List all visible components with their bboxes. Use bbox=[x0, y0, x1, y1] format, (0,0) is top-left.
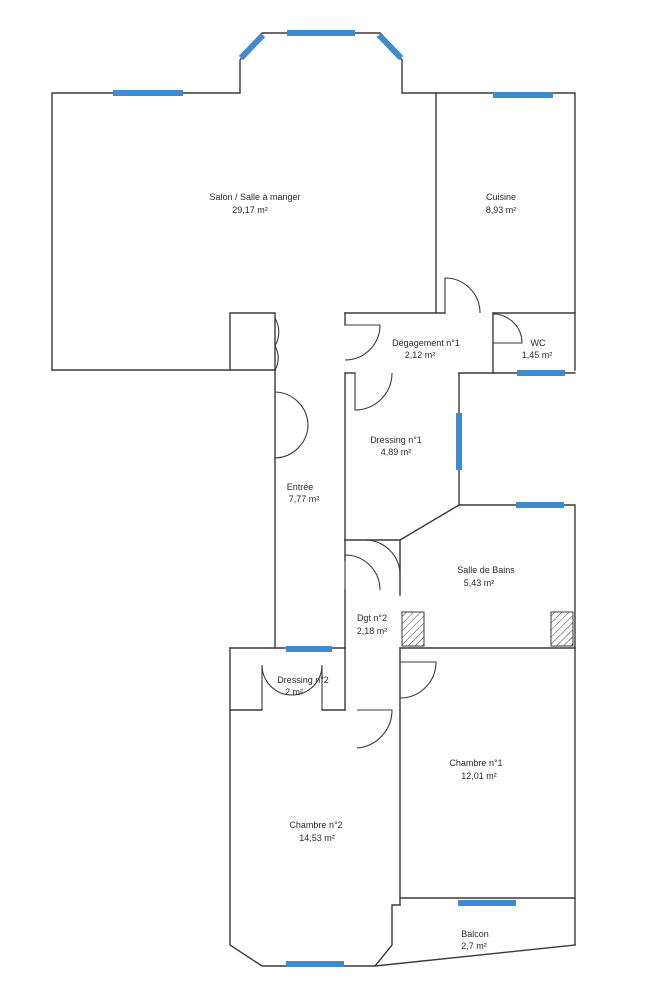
label-chambre2-area: 14,53 m² bbox=[299, 833, 335, 843]
label-chambre2-name: Chambre n°2 bbox=[289, 820, 342, 830]
room-labels: Salon / Salle à manger 29,17 m² Cuisine … bbox=[209, 192, 552, 951]
window-bay-right bbox=[376, 32, 404, 61]
label-balcon-name: Balcon bbox=[461, 929, 489, 939]
label-dressing1-name: Dressing n°1 bbox=[370, 435, 422, 445]
windows bbox=[113, 30, 565, 967]
wall-closet bbox=[229, 312, 276, 371]
door-dressing2-2 bbox=[291, 664, 323, 710]
wall-sdb bbox=[458, 504, 576, 649]
label-entree-area: 7,77 m² bbox=[289, 494, 320, 504]
duct-right bbox=[550, 611, 574, 647]
label-dgt2-name: Dgt n°2 bbox=[357, 613, 387, 623]
walls bbox=[51, 32, 576, 967]
label-salon-name: Salon / Salle à manger bbox=[209, 192, 300, 202]
doors bbox=[261, 277, 523, 749]
label-chambre1-name: Chambre n°1 bbox=[449, 758, 502, 768]
door-wc bbox=[492, 313, 523, 344]
door-dressing1 bbox=[354, 372, 393, 411]
door-closet-1 bbox=[274, 317, 280, 347]
label-balcon-area: 2,7 m² bbox=[461, 941, 487, 951]
label-wc-name: WC bbox=[531, 338, 546, 348]
label-entree-name: Entrée bbox=[287, 482, 314, 492]
label-dressing2-area: 2 m² bbox=[285, 687, 303, 697]
label-dressing1-area: 4,89 m² bbox=[381, 447, 412, 457]
door-entree-2 bbox=[274, 424, 309, 459]
door-chambre2 bbox=[356, 709, 393, 749]
door-degagement bbox=[344, 324, 381, 361]
door-dressing2-1 bbox=[261, 664, 293, 710]
label-dressing2-name: Dressing n°2 bbox=[277, 675, 329, 685]
door-dgt2 bbox=[344, 554, 381, 591]
label-salon-area: 29,17 m² bbox=[232, 205, 268, 215]
label-dgt2-area: 2,18 m² bbox=[357, 626, 388, 636]
door-closet-2 bbox=[274, 345, 279, 371]
wall-chambre2 bbox=[229, 647, 401, 967]
label-sdb-area: 5,43 m² bbox=[464, 578, 495, 588]
wall-balcon-bottom bbox=[374, 944, 576, 967]
label-wc-area: 1,45 m² bbox=[522, 350, 553, 360]
label-degagement-area: 2,12 m² bbox=[405, 350, 436, 360]
door-cuisine bbox=[444, 277, 481, 314]
window-bay-left bbox=[238, 32, 266, 61]
label-sdb-name: Salle de Bains bbox=[457, 565, 515, 575]
label-degagement-name: Dégagement n°1 bbox=[392, 338, 460, 348]
duct-left bbox=[401, 611, 425, 647]
label-cuisine-name: Cuisine bbox=[486, 192, 516, 202]
door-chambre1 bbox=[399, 661, 437, 699]
label-chambre1-area: 12,01 m² bbox=[461, 771, 497, 781]
door-sdb bbox=[364, 539, 401, 576]
label-cuisine-area: 8,93 m² bbox=[486, 205, 517, 215]
door-entree-1 bbox=[274, 391, 309, 426]
